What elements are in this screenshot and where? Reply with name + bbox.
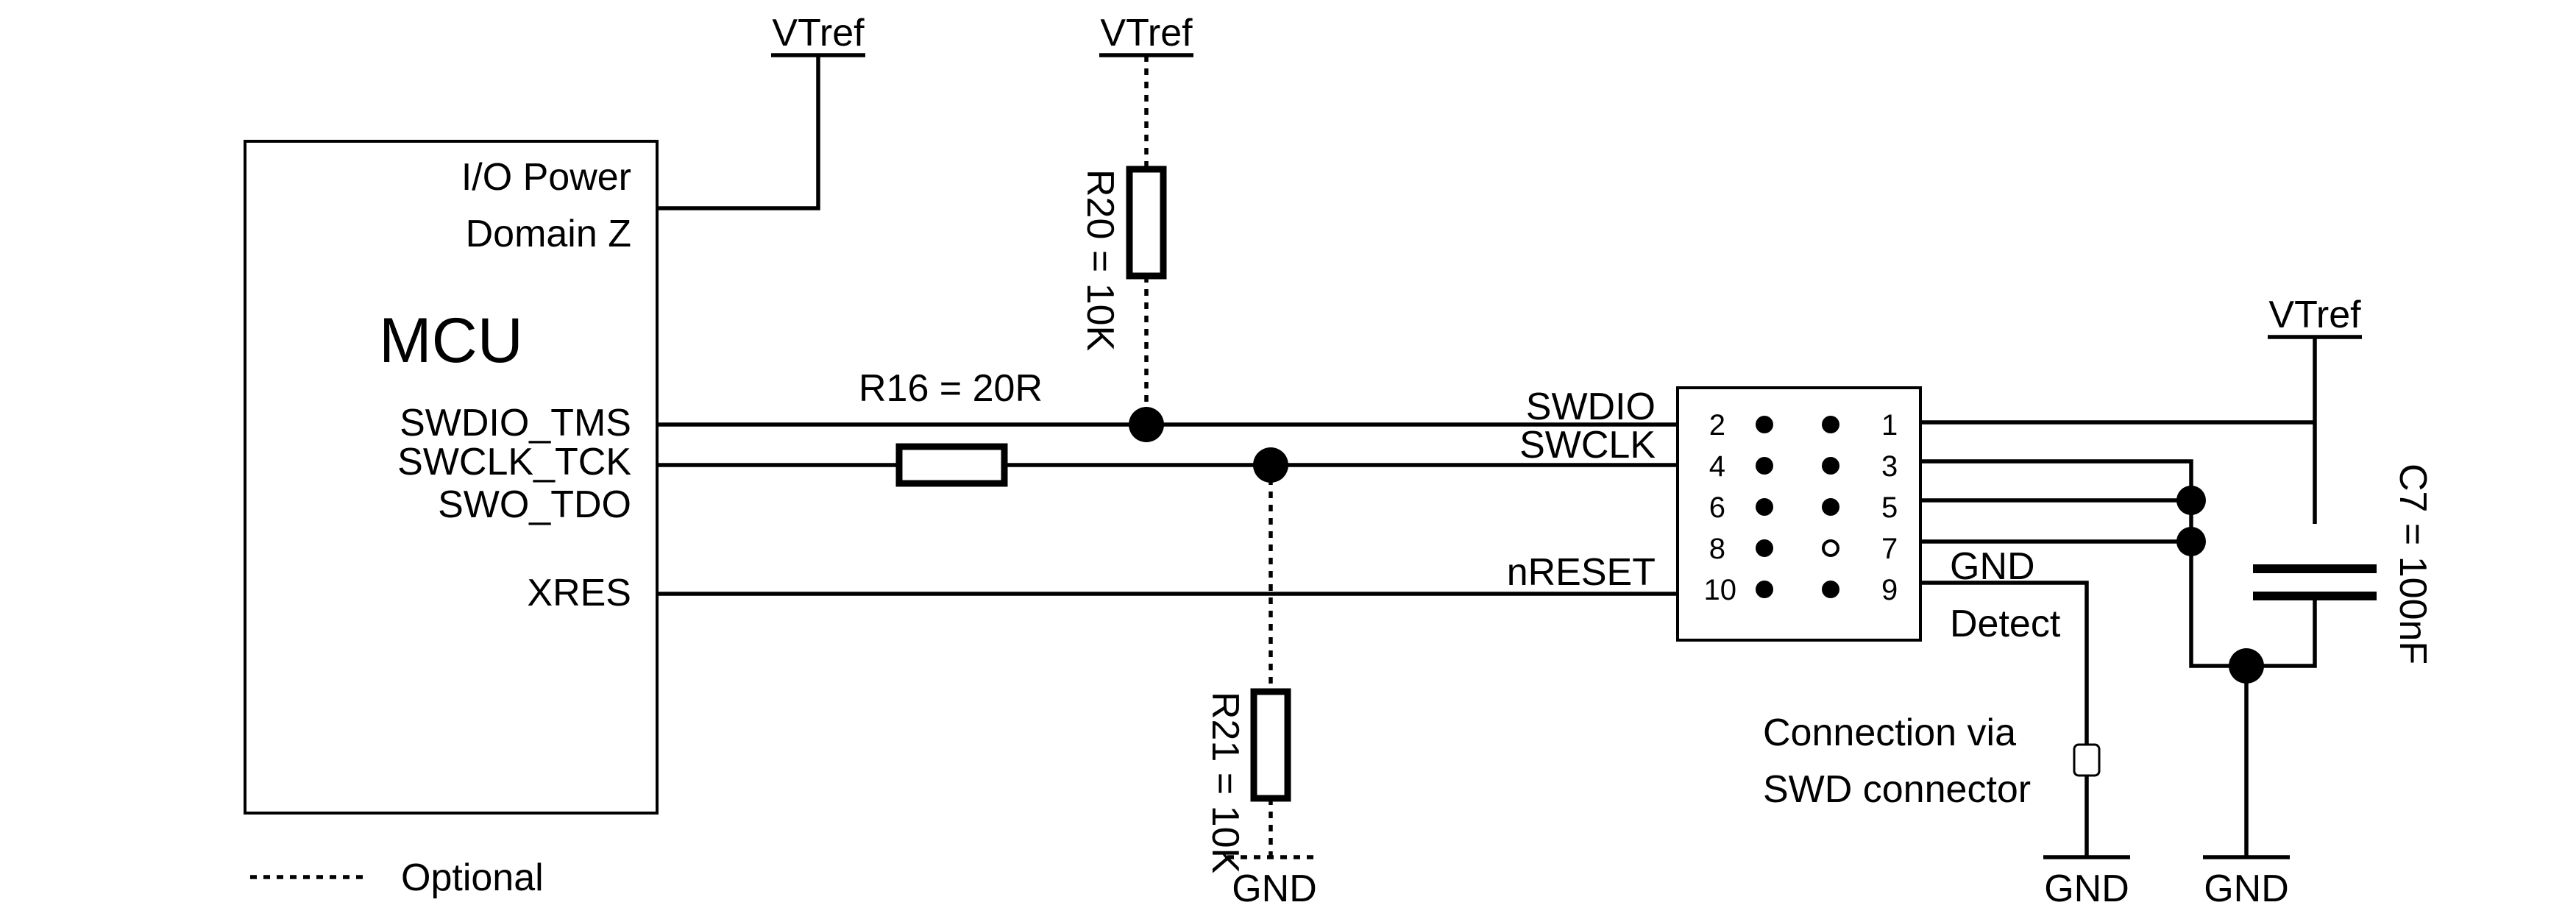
vtref-label-2: VTref bbox=[1100, 12, 1193, 54]
pin-dot-2 bbox=[1756, 416, 1773, 433]
pin-label-swdio-tms: SWDIO_TMS bbox=[400, 402, 631, 444]
swdio-junction-dot bbox=[1129, 407, 1164, 442]
pin-number-3: 3 bbox=[1881, 450, 1898, 483]
gnd-detect-label-2: Detect bbox=[1950, 603, 2061, 645]
gnd-label-r21: GND bbox=[1232, 867, 1317, 910]
pin9-detect-wire bbox=[1920, 581, 2089, 745]
pin-dot-4 bbox=[1756, 457, 1773, 475]
signal-label-swclk: SWCLK bbox=[1519, 424, 1656, 466]
pin-dot-1 bbox=[1822, 416, 1839, 433]
pin-dot-3 bbox=[1822, 457, 1839, 475]
pin-dot-6 bbox=[1756, 498, 1773, 516]
signal-label-swdio: SWDIO bbox=[1526, 386, 1656, 428]
mcu-block bbox=[244, 140, 659, 815]
pin-dot-10 bbox=[1756, 581, 1773, 598]
io-power-wire bbox=[657, 55, 820, 210]
pin-dot-9 bbox=[1822, 581, 1839, 598]
r20-resistor bbox=[1126, 166, 1167, 280]
pin-number-1: 1 bbox=[1881, 409, 1898, 441]
pin-number-7: 7 bbox=[1881, 533, 1898, 565]
pin-number-9: 9 bbox=[1881, 574, 1898, 606]
connection-note-line1: Connection via bbox=[1763, 712, 2016, 754]
pin-number-2: 2 bbox=[1709, 409, 1725, 441]
pin-dot-8 bbox=[1756, 539, 1773, 557]
r21-label: R21 = 10K bbox=[1204, 692, 1246, 873]
c7-label: C7 = 100nF bbox=[2391, 464, 2434, 664]
vtref-label-3: VTref bbox=[2268, 294, 2361, 336]
r16-resistor bbox=[895, 443, 1008, 487]
r21-resistor bbox=[1250, 688, 1291, 802]
pin7-junction-dot bbox=[2176, 527, 2206, 556]
pin-key-7 bbox=[1822, 539, 1839, 557]
connection-fuse-icon bbox=[2073, 743, 2101, 777]
pin-number-8: 8 bbox=[1709, 533, 1725, 565]
mcu-title: MCU bbox=[379, 305, 523, 376]
c7-bottom-wire bbox=[2189, 500, 2317, 668]
gnd-label-detect: GND bbox=[2044, 867, 2129, 910]
gnd-label-main: GND bbox=[2204, 867, 2289, 910]
r20-label: R20 = 10K bbox=[1079, 169, 1121, 351]
r16-label: R16 = 20R bbox=[859, 367, 1043, 410]
pin-dot-5 bbox=[1822, 498, 1839, 516]
pin5-junction-dot bbox=[2176, 486, 2206, 515]
pin-label-swclk-tck: SWCLK_TCK bbox=[397, 441, 631, 483]
swd-connector bbox=[1676, 386, 1922, 642]
pin-label-xres: XRES bbox=[527, 572, 631, 614]
signal-label-nreset: nRESET bbox=[1507, 551, 1656, 594]
legend-optional-label: Optional bbox=[401, 856, 544, 899]
pin-number-5: 5 bbox=[1881, 492, 1898, 524]
gnd-detect-label-1: GND bbox=[1950, 545, 2035, 588]
connection-note-line2: SWD connector bbox=[1763, 768, 2031, 811]
pin-number-4: 4 bbox=[1709, 450, 1725, 483]
pin-label-swo-tdo: SWO_TDO bbox=[438, 483, 631, 526]
mcu-power-label-1: I/O Power bbox=[461, 156, 631, 199]
mcu-power-label-2: Domain Z bbox=[466, 213, 631, 255]
pin-number-10: 10 bbox=[1704, 574, 1737, 606]
pin-number-6: 6 bbox=[1709, 492, 1725, 524]
vtref-label-1: VTref bbox=[772, 12, 865, 54]
pin3-wire bbox=[1920, 459, 2193, 500]
